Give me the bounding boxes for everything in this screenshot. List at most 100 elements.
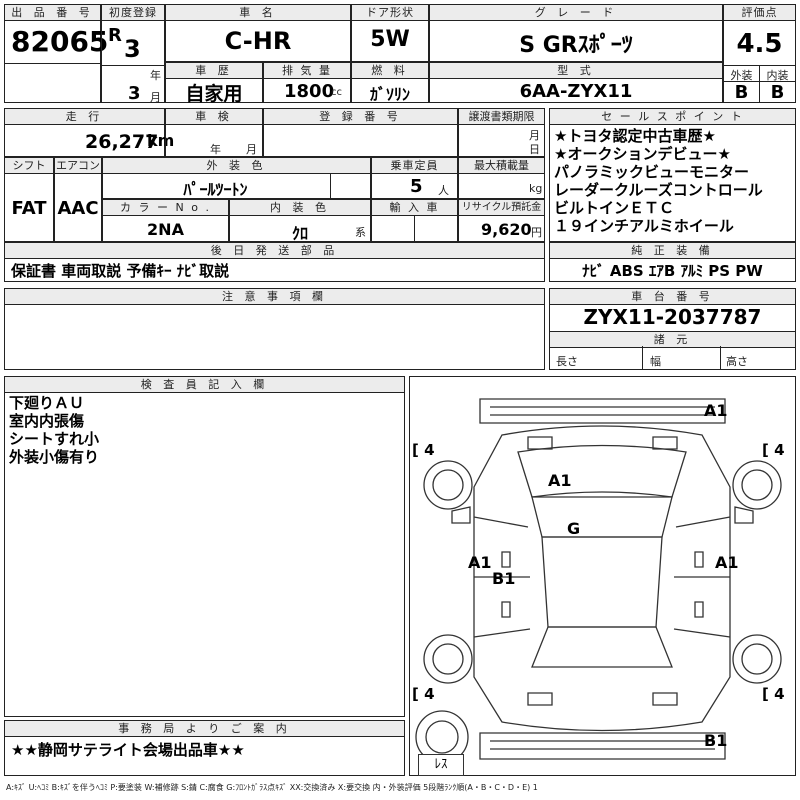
exterior-grade: B [734, 82, 749, 103]
sales-points-list: ★トヨタ認定中古車歴★ ★オークションデビュー★ パノラミックビューモニター レ… [554, 127, 763, 235]
notes-label: 注 意 事 項 欄 [5, 289, 544, 305]
tire-fr-value: 4 [774, 441, 785, 459]
tire-front-right: [ 4 [762, 441, 785, 459]
transfer-month-unit: 月 [529, 129, 540, 142]
color-no-label: カ ラ ー N o . [103, 200, 228, 216]
chassis-number: ZYX11-2037787 [583, 305, 762, 329]
model-label: 型 式 [430, 63, 722, 79]
plate-box: 登 録 番 号 [263, 108, 458, 157]
mileage-label: 走 行 [5, 109, 164, 125]
recycle-unit: 円 [531, 226, 542, 239]
color-no-box: カ ラ ー N o . 2NA [102, 199, 229, 242]
model-box: 型 式 6AA-ZYX11 [429, 62, 723, 103]
shift: FAT [11, 198, 47, 219]
first-registration-year: 3 [124, 35, 141, 63]
score-box: 評価点 4.5 外装 内装 B B [723, 4, 796, 103]
inspector-note: 室内内張傷 [9, 412, 85, 430]
sales-points-box: セ ー ル ス ポ イ ン ト ★トヨタ認定中古車歴★ ★オークションデビュー★… [549, 108, 796, 242]
color-box: 外 装 色 ﾊﾟｰﾙﾂｰﾄﾝ [102, 157, 371, 199]
later-items: 保証書 車両取説 予備ｷｰ ﾅﾋﾞ取説 [11, 262, 230, 280]
car-history: 自家用 [185, 83, 243, 105]
max-load-box: 最大積載量 kg [458, 157, 545, 199]
sales-point: １９インチアルミホイール [554, 217, 734, 235]
sales-point: ビルトインＥＴＣ [554, 199, 675, 217]
sales-point: パノラミックビューモニター [554, 163, 750, 181]
interior-label: 内装 [766, 69, 789, 82]
interior-color-label: 内 装 色 [230, 200, 370, 216]
color-number: 2NA [147, 220, 184, 239]
mileage-box: 走 行 26,277 km [4, 108, 174, 157]
lot-number-box: 出 品 番 号 82065 [4, 4, 108, 103]
fuel-label: 燃 料 [352, 63, 428, 79]
fuel-box: 燃 料 ｶﾞｿﾘﾝ [351, 62, 429, 104]
inspector-box: 検 査 員 記 入 欄 下廻りＡＵ 室内内張傷 シートすれ小 外装小傷有り [4, 376, 405, 717]
mark-rear-bumper: B1 [704, 731, 728, 750]
lot-number: 82065 [11, 25, 109, 58]
inspector-note: シートすれ小 [9, 430, 100, 448]
inspection-month-unit: 月 [246, 143, 257, 156]
inspector-note: 下廻りＡＵ [9, 394, 85, 412]
damage-diagram: A1 A1 G A1 B1 A1 B1 [ 4 [ 4 [ 4 [ 4 ﾚｽ [409, 376, 796, 776]
tire-rr-value: 4 [774, 685, 785, 703]
tire-fl-value: 4 [424, 441, 435, 459]
recycle-deposit: 9,620 [481, 220, 532, 239]
inspection-label: 車 検 [166, 109, 262, 125]
sales-point: ★オークションデビュー★ [554, 145, 731, 163]
mark-left-door-b: B1 [492, 569, 516, 588]
overall-score: 4.5 [736, 29, 783, 59]
transfer-box: 譲渡書類期限 月 日 [458, 108, 545, 157]
dimensions-label: 諸 元 [550, 331, 795, 348]
car-outline [415, 398, 782, 764]
inspection-box: 車 検 年 月 [165, 108, 263, 157]
history-box: 車 歴 自家用 [165, 62, 263, 105]
later-items-box: 後 日 発 送 部 品 保証書 車両取説 予備ｷｰ ﾅﾋﾞ取説 [4, 242, 545, 282]
inspector-label: 検 査 員 記 入 欄 [5, 377, 404, 393]
chassis-label: 車 台 番 号 [550, 289, 795, 305]
length-label: 長さ [556, 355, 578, 368]
tire-rl-value: 4 [424, 685, 435, 703]
tire-front-left: [ 4 [412, 441, 435, 459]
sales-point: レーダークルーズコントロール [554, 181, 763, 199]
inspector-note: 外装小傷有り [9, 448, 100, 466]
max-load-label: 最大積載量 [459, 158, 544, 174]
mileage: 26,277 [85, 131, 159, 153]
spare-tire-box: ﾚｽ [418, 754, 464, 776]
office-notice: ★★静岡サテライト会場出品車★★ [11, 741, 245, 759]
door-box: ドア形状 5W [351, 4, 429, 62]
interior-color-unit: 系 [355, 226, 366, 239]
exterior-label: 外装 [730, 69, 753, 82]
door-label: ドア形状 [352, 5, 428, 21]
model-code: 6AA-ZYX11 [519, 81, 633, 102]
standard-equipment: ﾅﾋﾞ ABS ｴｱB ｱﾙﾐ PS PW [582, 262, 763, 280]
car-name: C-HR [224, 27, 292, 55]
legend: A:ｷｽﾞ U:ﾍｺﾐ B:ｷｽﾞを伴うﾍｺﾐ P:要塗装 W:補修跡 S:錆 … [6, 783, 538, 792]
grade-box: グ レ ー ド S GRｽﾎﾟｰﾂ [429, 4, 723, 62]
notes-box: 注 意 事 項 欄 [4, 288, 545, 370]
capacity-label: 乗車定員 [372, 158, 457, 174]
month-unit: 月 [150, 91, 161, 104]
interior-grade: B [770, 82, 785, 103]
interior-color: ｸﾛ [291, 224, 308, 243]
inspector-notes: 下廻りＡＵ 室内内張傷 シートすれ小 外装小傷有り [9, 394, 99, 466]
car-name-label: 車 名 [166, 5, 350, 21]
air-conditioner: AAC [57, 198, 99, 219]
office-label: 事 務 局 よ り ご 案 内 [5, 721, 404, 737]
displacement-label: 排 気 量 [264, 63, 350, 79]
tire-rear-right: [ 4 [762, 685, 785, 703]
score-label: 評価点 [724, 5, 795, 21]
height-label: 高さ [726, 355, 748, 368]
later-items-label: 後 日 発 送 部 品 [5, 243, 544, 259]
ac-box: エアコン AAC [54, 157, 102, 242]
mileage-unit: km [147, 131, 175, 150]
inspection-year-unit: 年 [210, 143, 221, 156]
spare-tire-status: ﾚｽ [434, 757, 448, 772]
mark-hood: A1 [548, 471, 572, 490]
year-unit: 年 [150, 69, 161, 82]
sales-point: ★トヨタ認定中古車歴★ [554, 127, 716, 145]
fuel-type: ｶﾞｿﾘﾝ [369, 85, 410, 104]
era: R [108, 25, 122, 46]
shift-label: シフト [5, 158, 53, 174]
mark-left-door: A1 [468, 553, 492, 572]
equipment-label: 純 正 装 備 [550, 243, 795, 259]
lot-number-label: 出 品 番 号 [5, 5, 100, 21]
